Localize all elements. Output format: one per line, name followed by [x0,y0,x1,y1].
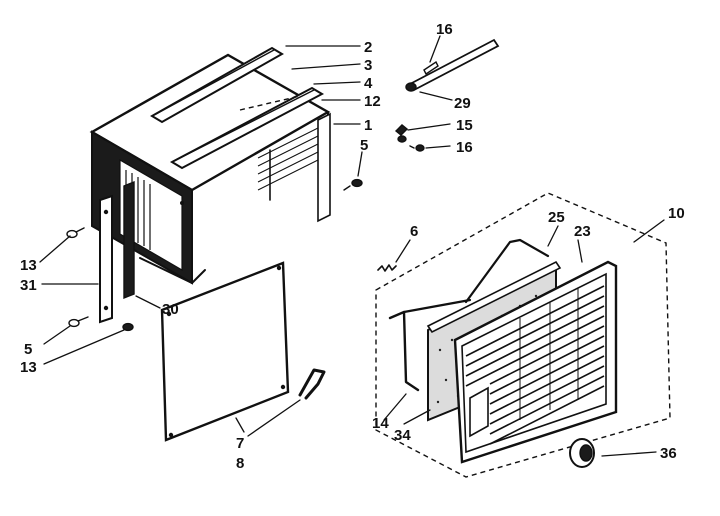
callout-31: 31 [20,277,37,294]
screw-5-right [343,178,363,191]
callout-29: 29 [454,95,471,112]
callout-5-left: 5 [24,341,32,358]
callout-14: 14 [372,415,389,432]
callout-3: 3 [364,57,372,74]
callout-36: 36 [660,445,677,462]
callout-8: 8 [236,455,244,472]
callout-7: 7 [236,435,244,452]
drain-rod [405,38,500,92]
screw-13-upper [66,227,85,239]
clip-15 [394,124,409,143]
filter-frame [388,238,550,392]
callout-34: 34 [394,427,411,444]
callout-15: 15 [456,117,473,134]
callout-5-right: 5 [360,137,368,154]
callout-16-lower: 16 [456,139,473,156]
cabinet [89,53,331,285]
knob [569,438,595,468]
callout-30: 30 [162,301,179,318]
callout-16-top: 16 [436,21,453,38]
callout-13-upper: 13 [20,257,37,274]
screw-13-lower [122,322,134,332]
callout-6: 6 [410,223,418,240]
callout-10: 10 [668,205,685,222]
leader-lines [39,35,665,457]
side-bracket [99,180,135,324]
callout-12: 12 [364,93,381,110]
top-rail-lower [169,86,325,170]
callout-13-lower: 13 [20,359,37,376]
callout-23: 23 [574,223,591,240]
screw-16-lower [409,144,425,152]
top-rail-upper [150,46,284,124]
callouts: 2 3 4 12 1 5 16 29 15 16 13 31 30 5 13 6… [20,21,685,472]
callout-1: 1 [364,117,372,134]
screw-5-lower [68,316,89,328]
clip-16-top [423,60,439,76]
front-grille [453,260,618,464]
assembly-10-outline [375,192,671,478]
callout-2: 2 [364,39,372,56]
clip [298,368,326,400]
side-panel [160,261,290,442]
callout-25: 25 [548,209,565,226]
spring [377,264,397,272]
callout-4: 4 [364,75,373,92]
